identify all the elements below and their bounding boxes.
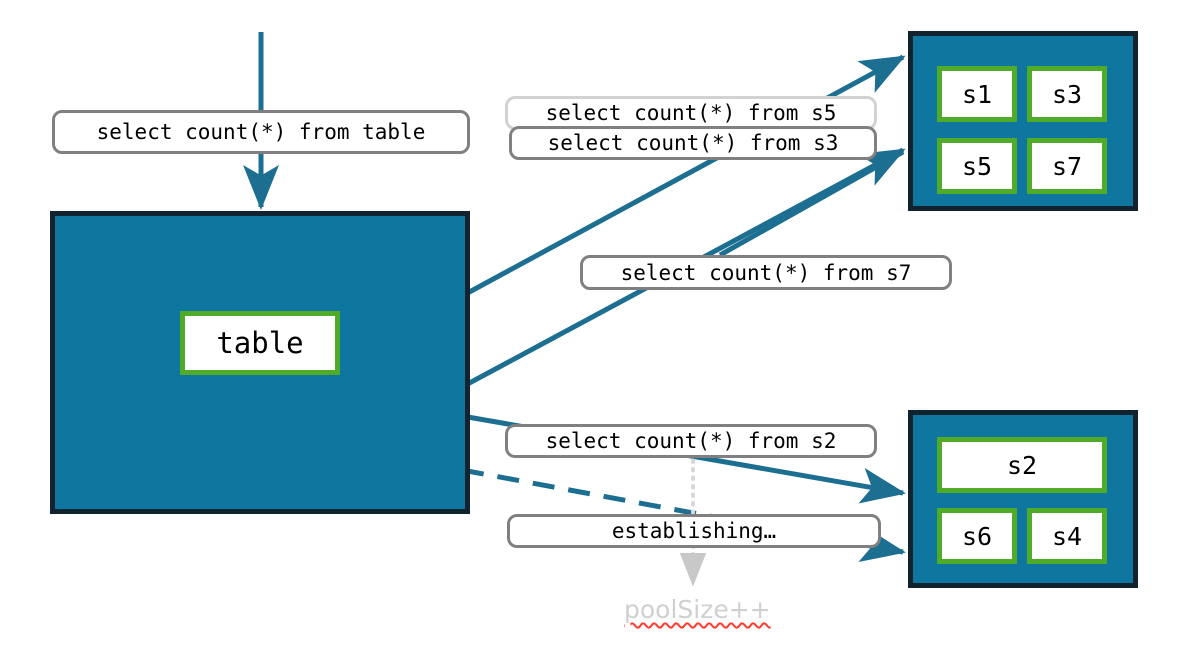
server-node-s5-label: s5 bbox=[961, 151, 993, 181]
query-pill-s7-label: select count(*) from s7 bbox=[620, 260, 912, 285]
query-pill-s2-label: select count(*) from s2 bbox=[545, 429, 837, 453]
server-node-s5[interactable]: s5 bbox=[937, 138, 1017, 194]
server-node-s3-label: s3 bbox=[1051, 79, 1083, 109]
server-node-s6[interactable]: s6 bbox=[937, 508, 1017, 564]
server-node-s7-label: s7 bbox=[1051, 151, 1083, 181]
server-node-s1[interactable]: s1 bbox=[937, 66, 1017, 122]
server-node-s2[interactable]: s2 bbox=[937, 437, 1107, 493]
server-node-s6-label: s6 bbox=[961, 521, 993, 551]
query-pill-s7[interactable]: select count(*) from s7 bbox=[580, 255, 952, 290]
source-query-label: select count(*) from table bbox=[96, 120, 426, 144]
wire-s7-to-upper bbox=[718, 149, 905, 258]
query-pill-s3-label: select count(*) from s3 bbox=[547, 131, 839, 155]
server-node-s3[interactable]: s3 bbox=[1027, 66, 1107, 122]
query-pill-s5-label: select count(*) from s5 bbox=[545, 101, 837, 125]
query-pill-establishing[interactable]: establishing… bbox=[507, 514, 881, 548]
server-node-s2-label: s2 bbox=[1006, 450, 1038, 480]
server-node-s4-label: s4 bbox=[1051, 521, 1083, 551]
server-node-s4[interactable]: s4 bbox=[1027, 508, 1107, 564]
query-pill-s2[interactable]: select count(*) from s2 bbox=[505, 424, 877, 458]
table-node-label: table bbox=[216, 326, 304, 360]
query-pill-s5[interactable]: select count(*) from s5 bbox=[505, 96, 877, 130]
server-node-s1-label: s1 bbox=[961, 79, 993, 109]
source-query-pill[interactable]: select count(*) from table bbox=[52, 110, 470, 154]
poolsize-annotation-label: poolSize++ bbox=[624, 595, 771, 624]
poolsize-annotation: poolSize++ bbox=[624, 595, 771, 624]
table-node[interactable]: table bbox=[180, 311, 340, 375]
query-pill-establishing-label: establishing… bbox=[611, 519, 777, 543]
query-pill-s3[interactable]: select count(*) from s3 bbox=[509, 126, 877, 160]
server-node-s7[interactable]: s7 bbox=[1027, 138, 1107, 194]
